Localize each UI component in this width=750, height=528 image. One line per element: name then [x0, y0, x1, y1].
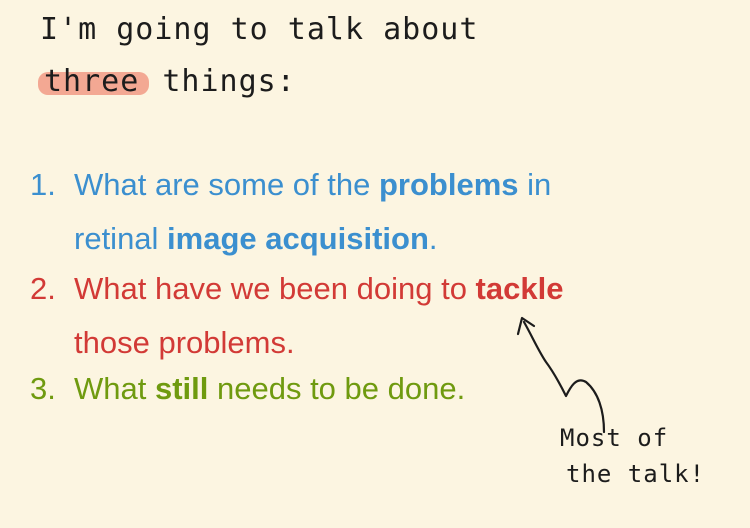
- item1-bold-a: problems: [378, 167, 519, 202]
- list-item-2: 2. What have we been doing to tackle thos…: [30, 262, 563, 370]
- item2-text-a: What have we been doing to: [74, 271, 476, 306]
- item3-text-a: What: [74, 371, 155, 406]
- item1-bold-b: image acquisition: [167, 221, 429, 256]
- list-number-2: 2.: [30, 271, 56, 306]
- hand-drawn-arrow-icon: [516, 316, 606, 434]
- item2-bold: tackle: [475, 271, 564, 306]
- list-item-3: 3. What still needs to be done.: [30, 362, 465, 416]
- item1-text-b: in: [518, 167, 552, 202]
- item1-line-2: retinal image acquisition.: [30, 212, 551, 266]
- item1-text-a: What are some of the: [74, 167, 379, 202]
- intro-line-2: three things:: [37, 64, 296, 99]
- note-line-2: the talk!: [566, 460, 706, 488]
- item3-text-b: needs to be done.: [208, 371, 466, 406]
- highlighted-word: three: [37, 64, 150, 99]
- list-number-3: 3.: [30, 371, 56, 406]
- item1-text-c: retinal: [74, 221, 168, 256]
- intro-line-2-rest: things:: [143, 64, 296, 99]
- item2-line-2: those problems.: [74, 325, 295, 360]
- list-number-1: 1.: [30, 167, 56, 202]
- highlight-marker: three: [37, 64, 150, 99]
- list-item-1: 1. What are some of the problems in retin…: [30, 158, 551, 266]
- item1-text-d: .: [428, 221, 438, 256]
- note-line-1: Most of: [560, 424, 669, 452]
- intro-line-1: I'm going to talk about: [40, 12, 479, 47]
- item3-bold: still: [154, 371, 209, 406]
